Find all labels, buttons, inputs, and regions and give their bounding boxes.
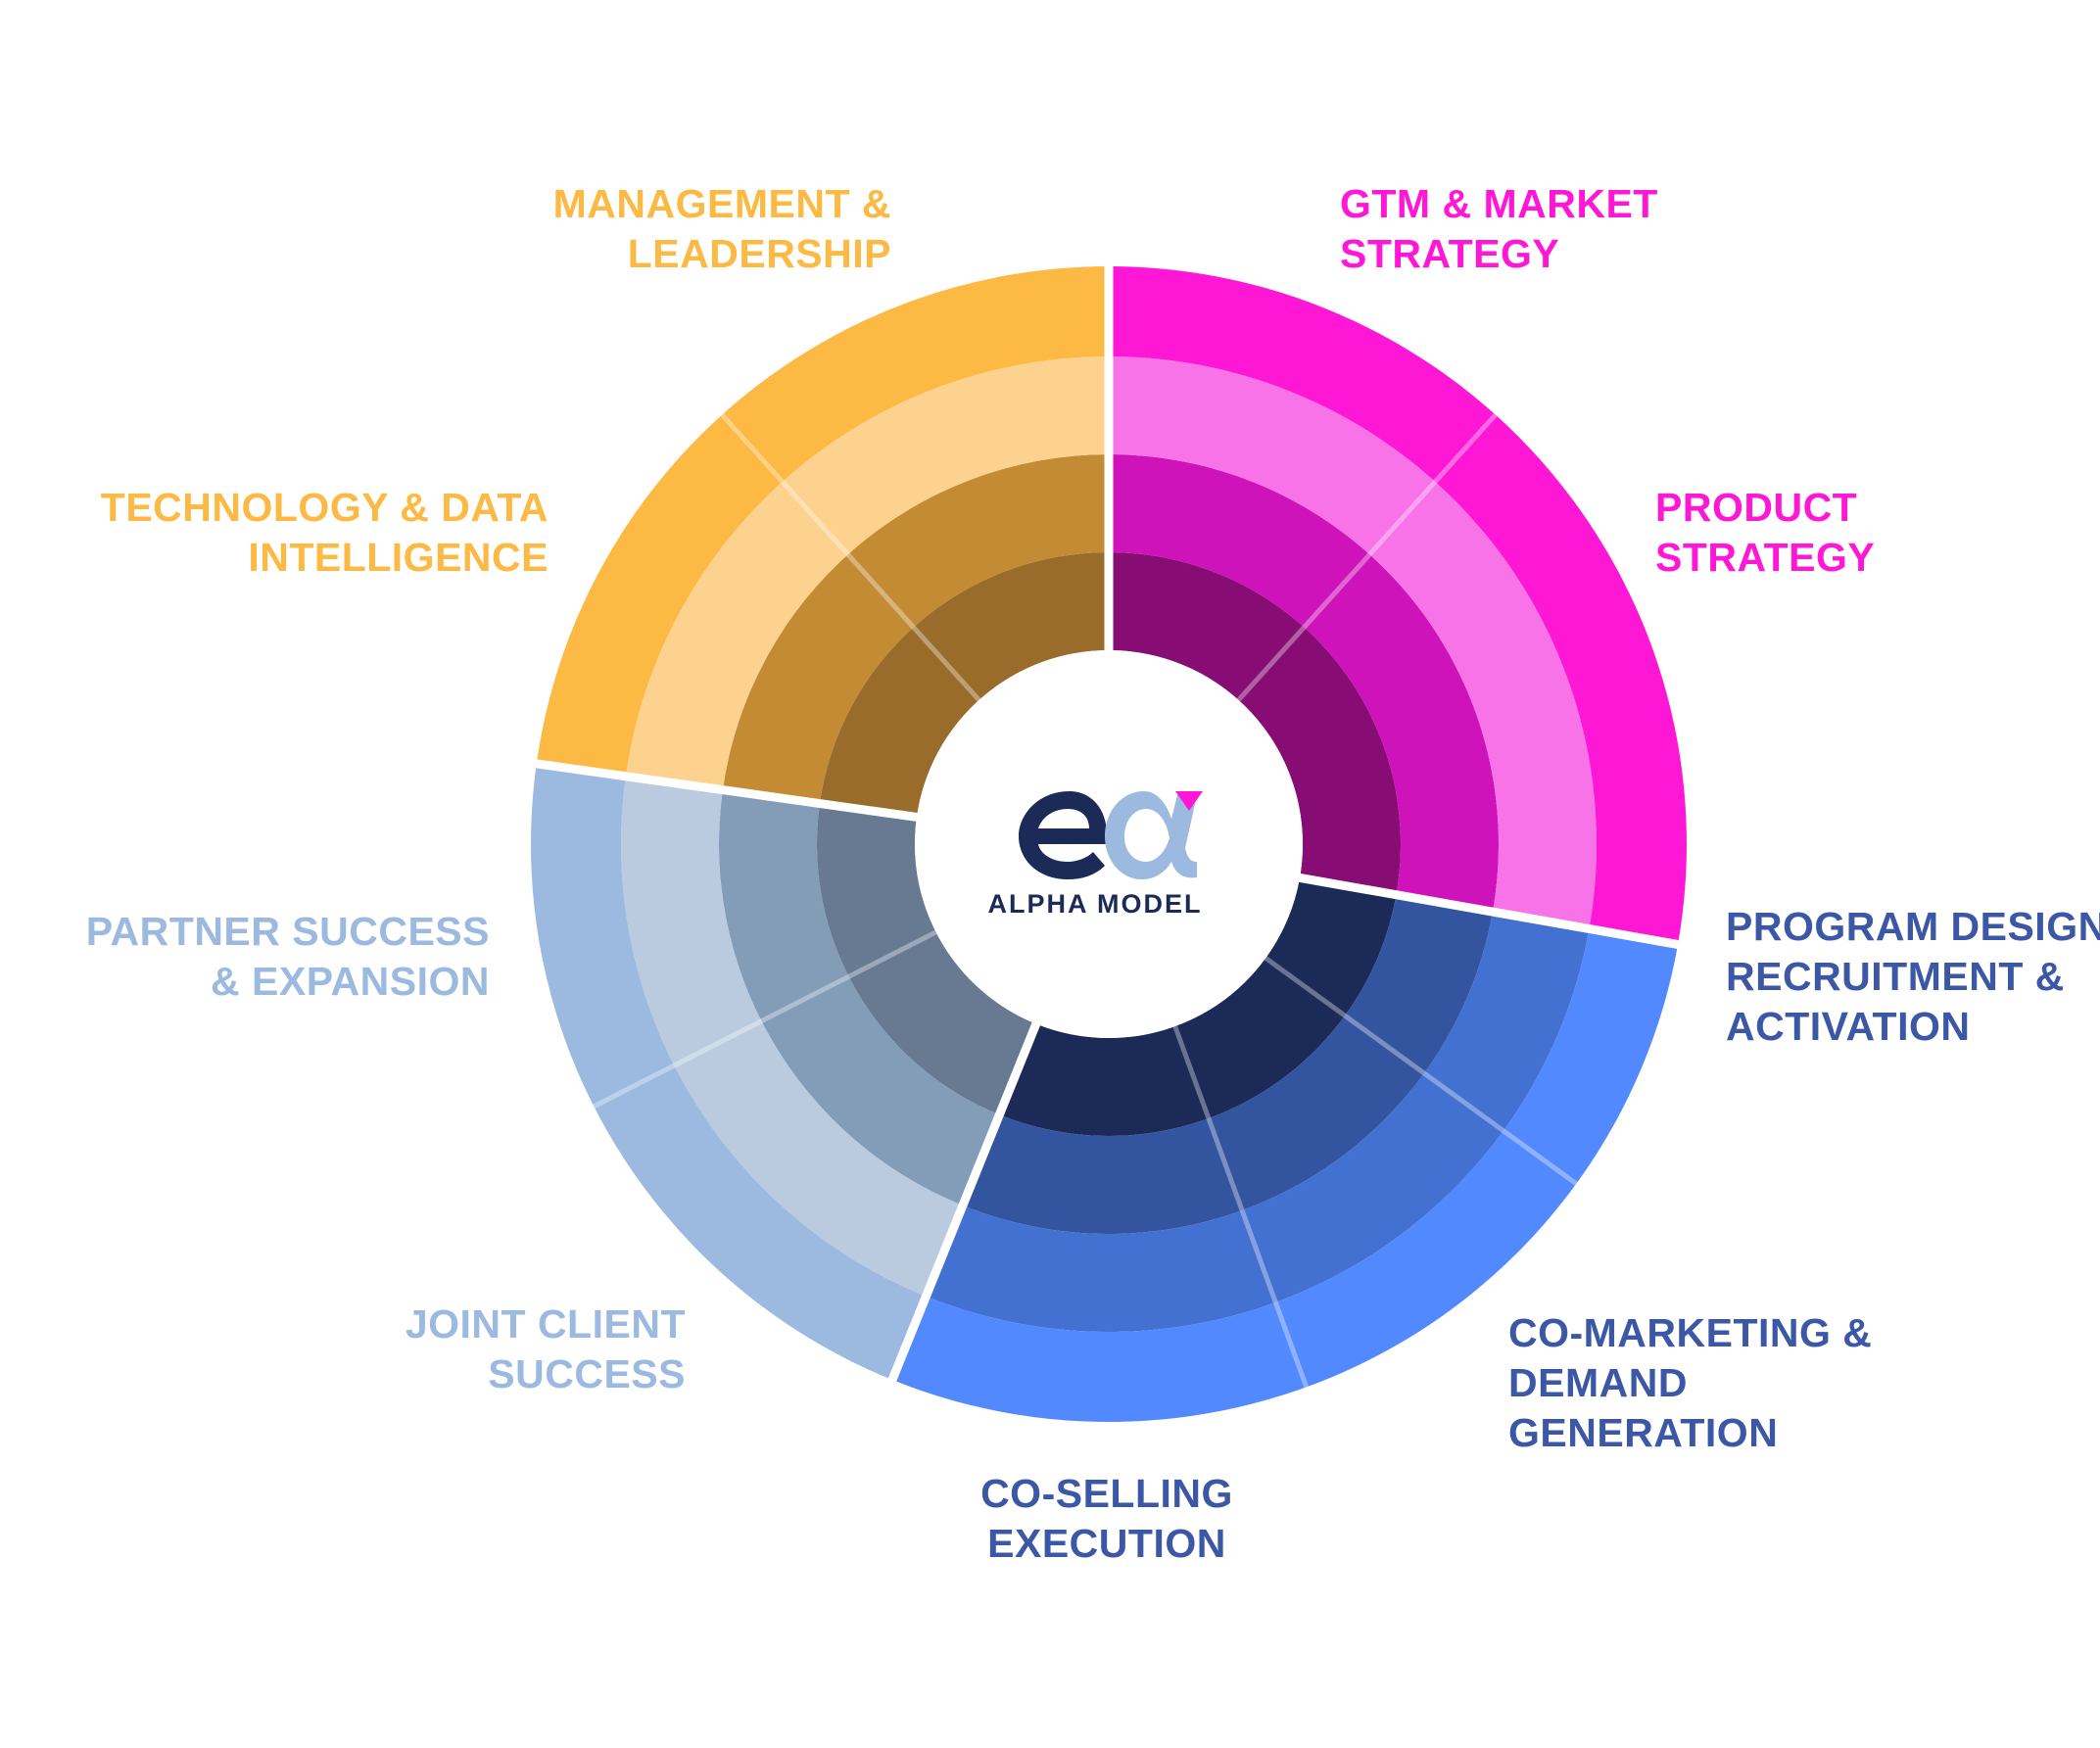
partner-joint-ring-3 bbox=[620, 776, 963, 1297]
gtm-product-ring-4 bbox=[1109, 266, 1688, 945]
label-management-leadership: MANAGEMENT & LEADERSHIP bbox=[411, 179, 891, 279]
sector-divider bbox=[1172, 1025, 1310, 1389]
label-line: STRATEGY bbox=[1655, 535, 1876, 580]
label-gtm-market-strategy: GTM & MARKET STRATEGY bbox=[1340, 179, 1751, 279]
label-line: PARTNER SUCCESS bbox=[85, 909, 490, 954]
label-line: ACTIVATION bbox=[1726, 1004, 1971, 1049]
group-gap bbox=[1297, 873, 1683, 950]
label-line: CO-SELLING bbox=[980, 1471, 1233, 1516]
group-gap bbox=[886, 1020, 1041, 1386]
technology-management-ring-3 bbox=[625, 356, 1109, 790]
technology-management-ring-4 bbox=[536, 265, 1109, 777]
technology-management-ring-2 bbox=[722, 454, 1109, 804]
logo-e-icon bbox=[1019, 791, 1107, 879]
label-technology-data: TECHNOLOGY & DATA INTELLIGENCE bbox=[39, 483, 549, 583]
alpha-model-logo bbox=[1019, 791, 1203, 879]
program-comarketing-coselling-ring-3 bbox=[926, 912, 1590, 1332]
label-co-marketing: CO-MARKETING & DEMAND GENERATION bbox=[1508, 1308, 1979, 1458]
group-gap bbox=[532, 758, 920, 823]
partner-joint-ring-2 bbox=[719, 789, 1000, 1206]
sector-divider bbox=[1236, 412, 1498, 702]
label-line: SUCCESS bbox=[488, 1351, 686, 1396]
center-title: ALPHA MODEL bbox=[987, 889, 1203, 919]
wheel-segments bbox=[530, 265, 1688, 1422]
label-line: DEMAND bbox=[1508, 1360, 1688, 1405]
gtm-product-ring-1 bbox=[1109, 552, 1401, 895]
label-line: PRODUCT bbox=[1655, 485, 1858, 530]
program-comarketing-coselling-ring-1 bbox=[999, 877, 1397, 1136]
label-line: GENERATION bbox=[1508, 1410, 1779, 1455]
technology-management-ring-1 bbox=[819, 552, 1109, 818]
label-partner-success: PARTNER SUCCESS & EXPANSION bbox=[59, 907, 490, 1007]
gtm-product-ring-2 bbox=[1109, 454, 1499, 913]
sector-divider bbox=[1264, 956, 1578, 1186]
label-line: INTELLIGENCE bbox=[248, 535, 549, 580]
gtm-product-ring-3 bbox=[1109, 356, 1597, 929]
sector-divider bbox=[720, 412, 981, 702]
logo-triangle-icon bbox=[1175, 791, 1203, 811]
label-program-design: PROGRAM DESIGN RECRUITMENT & ACTIVATION bbox=[1726, 902, 2100, 1052]
label-line: GTM & MARKET bbox=[1340, 181, 1658, 226]
logo-alpha-icon bbox=[1105, 791, 1197, 879]
partner-joint-ring-1 bbox=[817, 803, 1036, 1115]
label-line: & EXPANSION bbox=[211, 959, 490, 1004]
sector-divider bbox=[593, 929, 937, 1110]
label-line: LEADERSHIP bbox=[627, 231, 891, 276]
label-line: RECRUITMENT & bbox=[1726, 954, 2065, 999]
label-product-strategy: PRODUCT STRATEGY bbox=[1655, 483, 2008, 583]
label-joint-client-success: JOINT CLIENT SUCCESS bbox=[294, 1299, 686, 1399]
program-comarketing-coselling-ring-2 bbox=[962, 894, 1493, 1234]
program-comarketing-coselling-ring-4 bbox=[891, 928, 1679, 1422]
label-line: PROGRAM DESIGN bbox=[1726, 904, 2100, 949]
label-line: CO-MARKETING & bbox=[1508, 1310, 1873, 1355]
wheel-group-gaps bbox=[532, 262, 1683, 1386]
label-line: TECHNOLOGY & DATA bbox=[100, 485, 549, 530]
partner-joint-ring-4 bbox=[530, 763, 927, 1381]
label-co-selling: CO-SELLING EXECUTION bbox=[911, 1469, 1303, 1569]
label-line: EXECUTION bbox=[987, 1521, 1226, 1566]
label-line: STRATEGY bbox=[1340, 231, 1560, 276]
label-line: JOINT CLIENT bbox=[405, 1301, 686, 1346]
wheel-separators bbox=[593, 412, 1578, 1389]
label-line: MANAGEMENT & bbox=[552, 181, 891, 226]
